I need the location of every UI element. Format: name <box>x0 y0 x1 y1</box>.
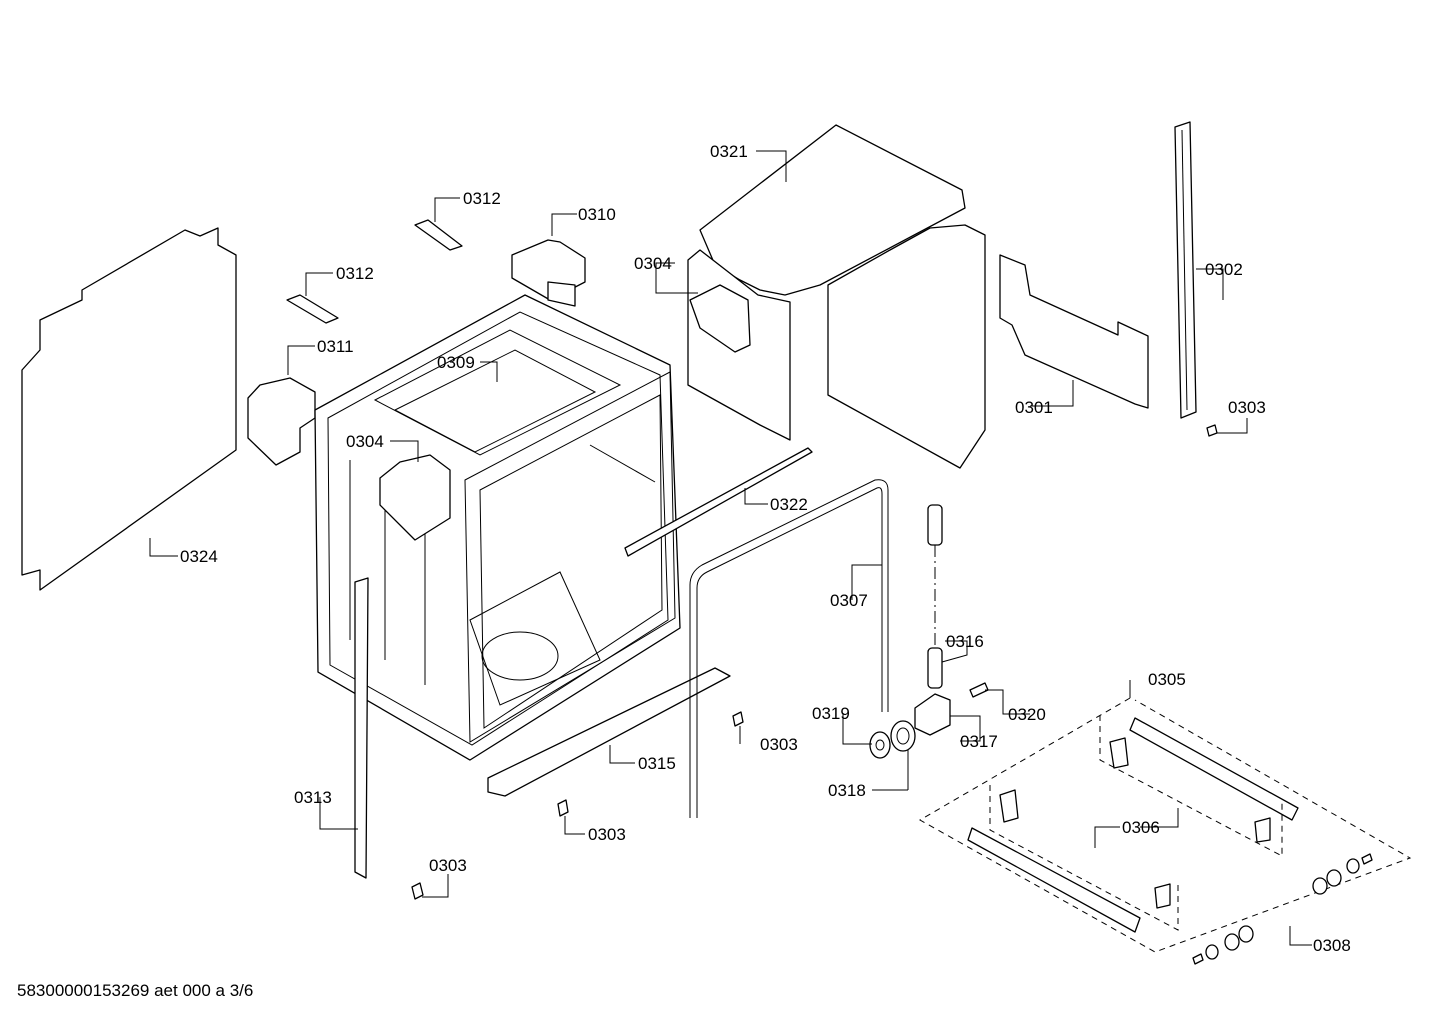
screw-0303-right <box>1206 424 1218 437</box>
label-0312-lower: 0312 <box>336 264 374 283</box>
screw-0303-left <box>411 882 424 900</box>
hose-0316 <box>927 504 943 689</box>
label-0303-left: 0303 <box>429 856 467 875</box>
wheel-parts-0308 <box>1192 853 1373 965</box>
label-0308: 0308 <box>1313 936 1351 955</box>
label-0309: 0309 <box>437 353 475 372</box>
side-rail-0302 <box>1174 121 1197 419</box>
rail-0322 <box>624 447 813 557</box>
label-0322: 0322 <box>770 495 808 514</box>
label-0303-right: 0303 <box>1228 398 1266 417</box>
label-0315: 0315 <box>638 754 676 773</box>
label-0313: 0313 <box>294 788 332 807</box>
label-0324: 0324 <box>180 547 218 566</box>
label-0321: 0321 <box>710 142 748 161</box>
label-0303-mid: 0303 <box>760 735 798 754</box>
label-0305: 0305 <box>1148 670 1186 689</box>
bracket-0310 <box>511 239 586 307</box>
label-0304-tub: 0304 <box>346 432 384 451</box>
side-panel-0324 <box>21 227 237 591</box>
plate-0301 <box>999 254 1149 409</box>
label-0306: 0306 <box>1122 818 1160 837</box>
bracket-0304-tub <box>379 454 451 541</box>
label-0302: 0302 <box>1205 260 1243 279</box>
screw-0303-low <box>557 799 569 817</box>
screw-0303-mid <box>732 711 744 727</box>
strip-0315 <box>487 667 731 797</box>
label-0303-low: 0303 <box>588 825 626 844</box>
leader-lines <box>149 150 1312 946</box>
tub-body <box>314 294 681 761</box>
label-0311: 0311 <box>317 337 354 356</box>
label-0312-upper: 0312 <box>463 189 501 208</box>
rail-0313 <box>354 577 369 879</box>
bracket-0304-cover <box>689 284 751 353</box>
ring-0319 <box>869 731 891 759</box>
label-0304-cover: 0304 <box>634 254 672 273</box>
ring-0318 <box>890 720 916 752</box>
document-footer: 58300000153269 aet 000 a 3/6 <box>17 981 254 1000</box>
label-0320: 0320 <box>1008 705 1046 724</box>
clip-0312-lower <box>286 294 339 324</box>
label-0307: 0307 <box>830 591 868 610</box>
label-0318: 0318 <box>828 781 866 800</box>
seal-0307 <box>689 479 889 818</box>
label-0317: 0317 <box>960 732 998 751</box>
connector-0317 <box>914 693 951 736</box>
clip-0312-upper <box>414 219 463 251</box>
assembly-0305 <box>918 697 1412 953</box>
bracket-0311 <box>247 377 316 466</box>
label-0310: 0310 <box>578 205 616 224</box>
label-0301: 0301 <box>1015 398 1053 417</box>
label-0316: 0316 <box>946 632 984 651</box>
label-0319: 0319 <box>812 704 850 723</box>
